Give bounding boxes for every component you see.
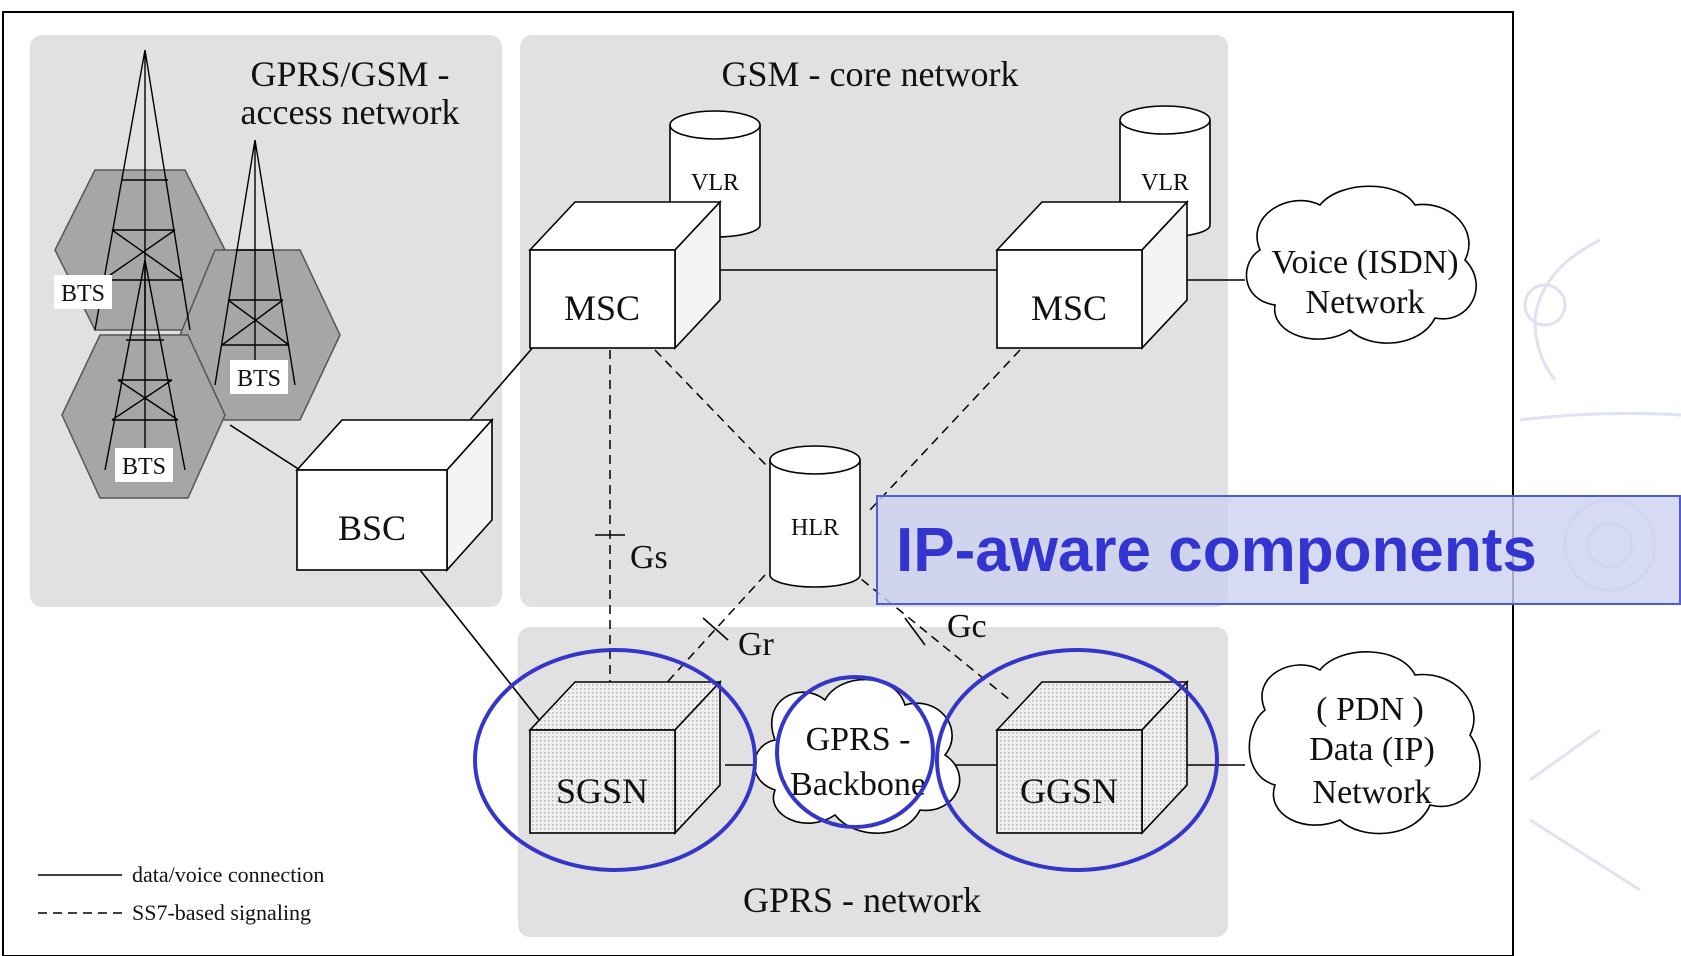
gc-interface-label: Gc	[947, 608, 987, 645]
core-network-title: GSM - core network	[722, 54, 1019, 94]
pdn-label-line1: ( PDN )	[1316, 691, 1424, 728]
voice-network-label-line1: Voice (ISDN)	[1271, 244, 1458, 281]
tower-icon	[94, 49, 191, 331]
bts-label: BTS	[237, 366, 281, 392]
tower-icon	[214, 139, 296, 386]
ggsn-label: GGSN	[1020, 771, 1118, 811]
voice-network-label-line2: Network	[1306, 284, 1425, 321]
vlr-label-right: VLR	[1141, 170, 1189, 196]
msc-node-left	[528, 199, 722, 351]
interface-ticks	[595, 534, 926, 646]
ip-aware-highlight-rings	[473, 648, 1219, 872]
tower-icon	[104, 259, 186, 471]
voice-isdn-network-cloud	[1245, 185, 1477, 344]
bts-label: BTS	[61, 281, 105, 307]
ip-aware-components-callout: IP-aware components	[876, 495, 1681, 605]
pdn-label-line2: Data (IP)	[1309, 731, 1435, 768]
gs-interface-label: Gs	[630, 539, 668, 576]
gprs-network-title: GPRS - network	[743, 880, 981, 920]
sgsn-node	[528, 679, 722, 836]
gr-interface-label: Gr	[738, 626, 775, 663]
pdn-label-line3: Network	[1313, 774, 1432, 811]
access-network-title-line1: GPRS/GSM -	[250, 54, 449, 94]
bsc-node	[295, 417, 494, 573]
backbone-label-line1: GPRS -	[806, 721, 911, 758]
sgsn-highlight-ring	[473, 648, 757, 872]
sgsn-label: SGSN	[556, 771, 648, 811]
ggsn-node	[995, 679, 1189, 836]
access-network-title-line2: access network	[241, 92, 460, 132]
bts-label: BTS	[122, 454, 166, 480]
hlr-database-icon	[769, 445, 861, 588]
legend: data/voice connection SS7-based signalin…	[38, 862, 324, 925]
legend-solid-label: data/voice connection	[132, 862, 324, 887]
backbone-highlight-ring	[775, 675, 935, 829]
bts-label-box: BTS	[115, 448, 173, 482]
bts-label-box: BTS	[54, 275, 112, 309]
vlr-label-left: VLR	[691, 170, 739, 196]
bsc-label: BSC	[338, 508, 406, 548]
ggsn-highlight-ring	[935, 648, 1219, 872]
hlr-label: HLR	[791, 515, 839, 541]
gprs-backbone-cloud	[753, 678, 961, 834]
msc-node-right	[995, 199, 1189, 351]
backbone-label-line2: Backbone	[790, 766, 926, 803]
msc-label-right: MSC	[1031, 288, 1107, 328]
pdn-data-network-cloud	[1248, 651, 1481, 835]
msc-label-left: MSC	[564, 288, 640, 328]
legend-dashed-label: SS7-based signaling	[132, 900, 311, 925]
bts-label-box: BTS	[230, 360, 288, 394]
